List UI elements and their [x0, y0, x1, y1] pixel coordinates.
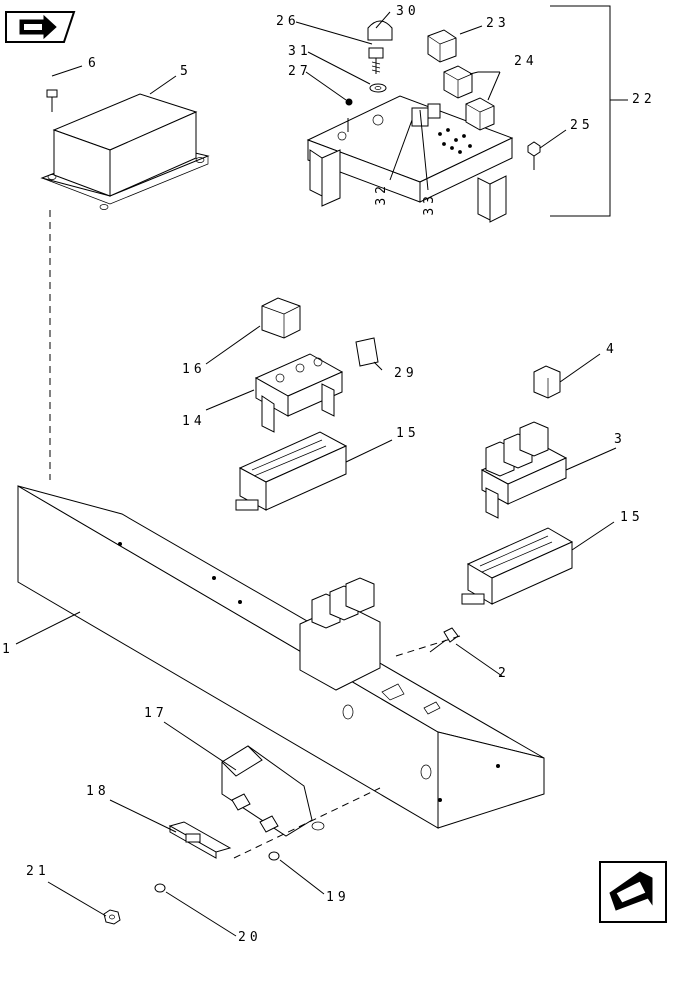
label-part-29 — [355, 337, 379, 367]
fuse-block-part-15a — [235, 431, 348, 511]
fuse-holder-part-14 — [254, 353, 344, 433]
bolt-part-2 — [429, 627, 459, 653]
callout-6: 6 — [88, 56, 100, 71]
circuit-breaker-part-17 — [221, 745, 325, 837]
relay-part-24a — [443, 65, 473, 99]
nut-part-27 — [345, 98, 353, 106]
next-page-button[interactable] — [599, 861, 667, 923]
callout-23: 23 — [486, 16, 510, 31]
washer-part-31 — [369, 83, 387, 93]
relay-part-16 — [261, 297, 301, 339]
callout-5: 5 — [180, 64, 192, 79]
callout-33: 33 — [422, 192, 437, 216]
callout-32: 32 — [374, 182, 389, 206]
callout-1: 1 — [2, 642, 14, 657]
callout-21: 21 — [26, 864, 50, 879]
leader-lines — [15, 11, 617, 937]
nut-part-21 — [103, 909, 121, 925]
callout-19: 19 — [326, 890, 350, 905]
assembly-line-breaker — [233, 787, 381, 859]
callout-26: 26 — [276, 14, 300, 29]
previous-page-icon — [19, 14, 57, 40]
relay-holder-part-3 — [480, 421, 568, 519]
screw-part-6 — [46, 89, 58, 112]
relay-base-part-22 — [306, 95, 514, 223]
fuse-part-18 — [168, 821, 232, 859]
screw-part-19 — [268, 851, 280, 861]
fuse-block-part-15b — [461, 527, 574, 605]
next-page-icon — [609, 871, 653, 911]
bolt-part-26 — [368, 47, 384, 74]
callout-24: 24 — [514, 54, 538, 69]
callout-27: 27 — [288, 64, 312, 79]
callout-16: 16 — [182, 362, 206, 377]
washer-part-20 — [154, 883, 166, 893]
callout-31: 31 — [288, 44, 312, 59]
callout-2: 2 — [498, 666, 510, 681]
callout-22: 22 — [632, 92, 656, 107]
mounting-plate-part-1 — [17, 485, 545, 829]
callout-17: 17 — [144, 706, 168, 721]
callout-15b: 15 — [620, 510, 644, 525]
assembly-bracket-22 — [550, 5, 611, 217]
callout-3: 3 — [614, 432, 626, 447]
relay-part-23 — [427, 29, 457, 63]
callout-25: 25 — [570, 118, 594, 133]
callout-29: 29 — [394, 366, 418, 381]
screw-part-25 — [527, 141, 541, 170]
callout-4: 4 — [606, 342, 618, 357]
control-box-part-5 — [40, 93, 210, 210]
relay-part-24b — [465, 97, 495, 131]
previous-page-button[interactable] — [5, 11, 76, 43]
relay-part-4 — [533, 365, 561, 399]
callout-15a: 15 — [396, 426, 420, 441]
callout-20: 20 — [238, 930, 262, 945]
callout-30: 30 — [396, 4, 420, 19]
callout-14: 14 — [182, 414, 206, 429]
callout-18: 18 — [86, 784, 110, 799]
